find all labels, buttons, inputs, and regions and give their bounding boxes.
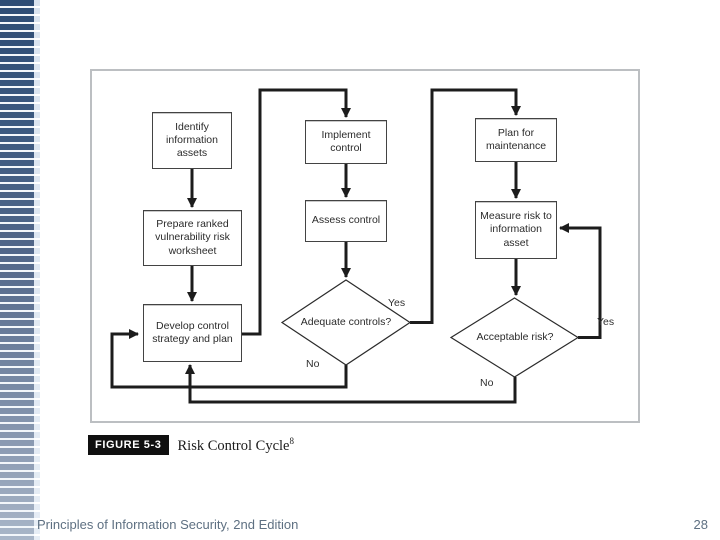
figure-title: Risk Control Cycle8 [177, 435, 295, 454]
node-label: Develop control strategy and plan [152, 319, 233, 345]
decision-diamond-adequate-controls [280, 279, 412, 366]
footer-title: Principles of Information Security, 2nd … [37, 517, 299, 532]
flowchart-node-develop-control-strategy-and-plan: Develop control strategy and plan [143, 304, 242, 362]
figure-caption: FIGURE 5-3 Risk Control Cycle8 [88, 435, 294, 455]
figure-label-tag: FIGURE 5-3 [88, 435, 169, 455]
figure-title-superscript: 8 [289, 435, 295, 446]
flowchart-connectors [110, 88, 602, 404]
decision-label-adequate-controls: Adequate controls? [300, 315, 392, 328]
edge-label-adequate-no: No [306, 358, 320, 370]
sidebar-stripe-decoration [0, 0, 40, 540]
edge-label-adequate-yes: Yes [388, 297, 406, 309]
sidebar-light-strip [34, 0, 40, 540]
node-label: Measure risk to information asset [480, 210, 552, 249]
flowchart-node-measure-risk-to-information-asset: Measure risk to information asset [475, 201, 557, 259]
flowchart-node-prepare-ranked-vulnerability-risk-worksheet: Prepare ranked vulnerability risk worksh… [143, 210, 242, 266]
flowchart-node-identify-information-assets: Identify information assets [152, 112, 232, 169]
decision-diamond-acceptable-risk [449, 297, 580, 378]
node-label: Plan for maintenance [485, 126, 547, 152]
edge-label-acceptable-yes: Yes [597, 316, 615, 328]
decision-label-acceptable-risk: Acceptable risk? [476, 330, 554, 343]
edge-label-acceptable-no: No [480, 377, 494, 389]
node-label: Prepare ranked vulnerability risk worksh… [155, 218, 230, 257]
node-label: Identify information assets [166, 120, 218, 160]
flowchart-node-plan-for-maintenance: Plan for maintenance [475, 118, 557, 162]
page-number: 28 [693, 517, 708, 532]
flowchart-node-assess-control: Assess control [305, 200, 387, 242]
node-label: Implement control [321, 128, 371, 154]
flowchart-node-implement-control: Implement control [305, 120, 387, 164]
sidebar-bars [0, 0, 34, 540]
figure-panel: Identify information assets Prepare rank… [90, 69, 640, 423]
node-label: Assess control [311, 214, 381, 227]
